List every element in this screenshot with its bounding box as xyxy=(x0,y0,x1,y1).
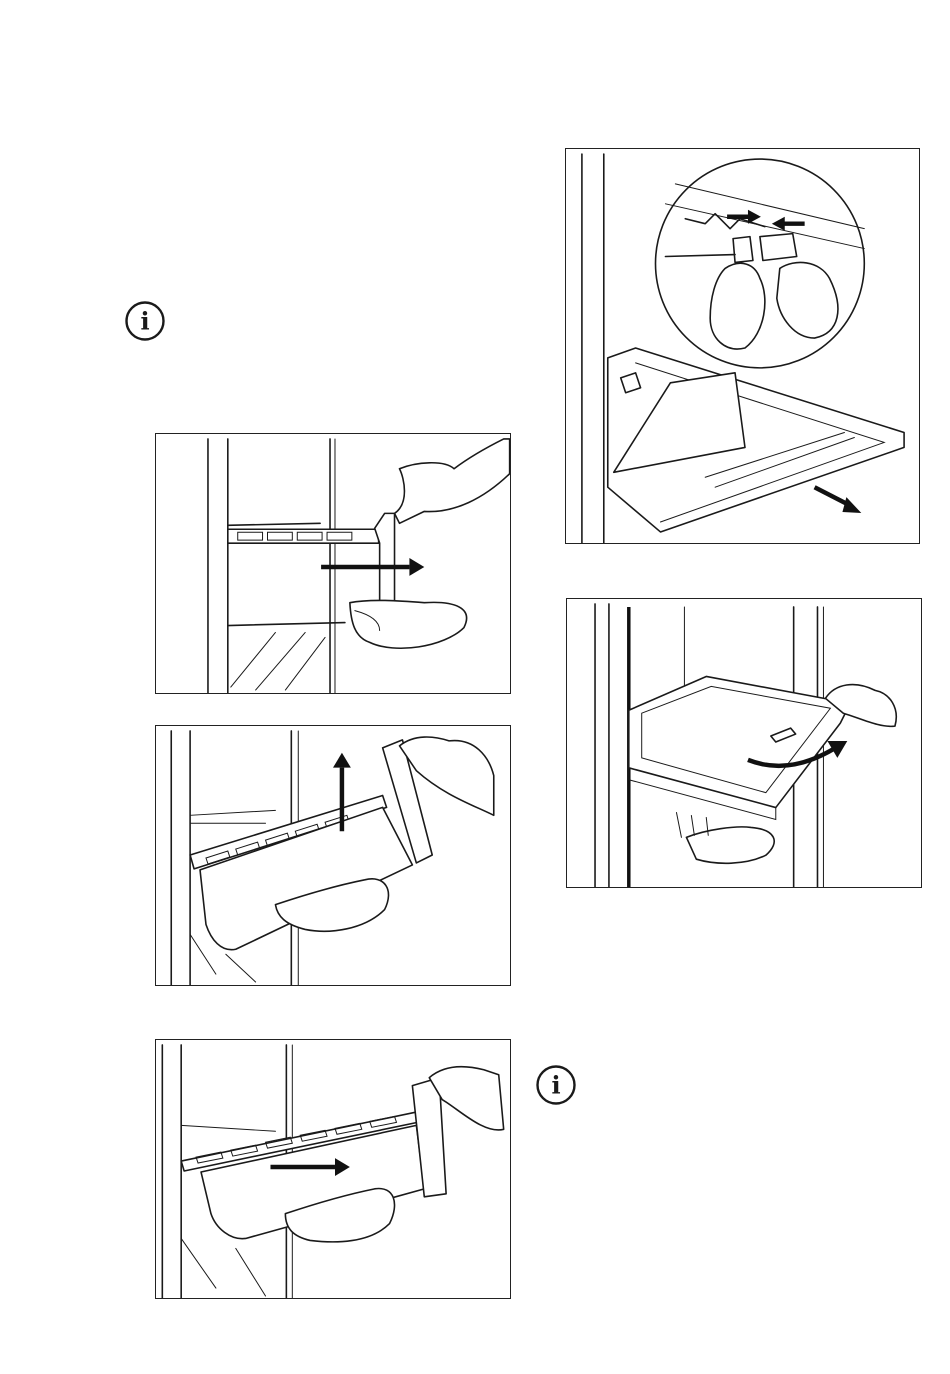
info-icon: i xyxy=(536,1065,576,1105)
shelf-tilt-illustration xyxy=(567,599,921,887)
info-glyph: i xyxy=(551,1071,560,1100)
figure-drawer-pull-out xyxy=(155,433,511,694)
info-glyph: i xyxy=(140,307,149,336)
figure-drawer-insert xyxy=(155,1039,511,1299)
figure-shelf-release-clips xyxy=(565,148,920,544)
drawer-insert-illustration xyxy=(156,1040,510,1298)
shelf-release-illustration xyxy=(566,149,919,543)
figure-drawer-lift xyxy=(155,725,511,986)
info-icon: i xyxy=(125,301,165,341)
drawer-pull-out-illustration xyxy=(156,434,510,693)
figure-shelf-tilt-remove xyxy=(566,598,922,888)
drawer-lift-illustration xyxy=(156,726,510,985)
